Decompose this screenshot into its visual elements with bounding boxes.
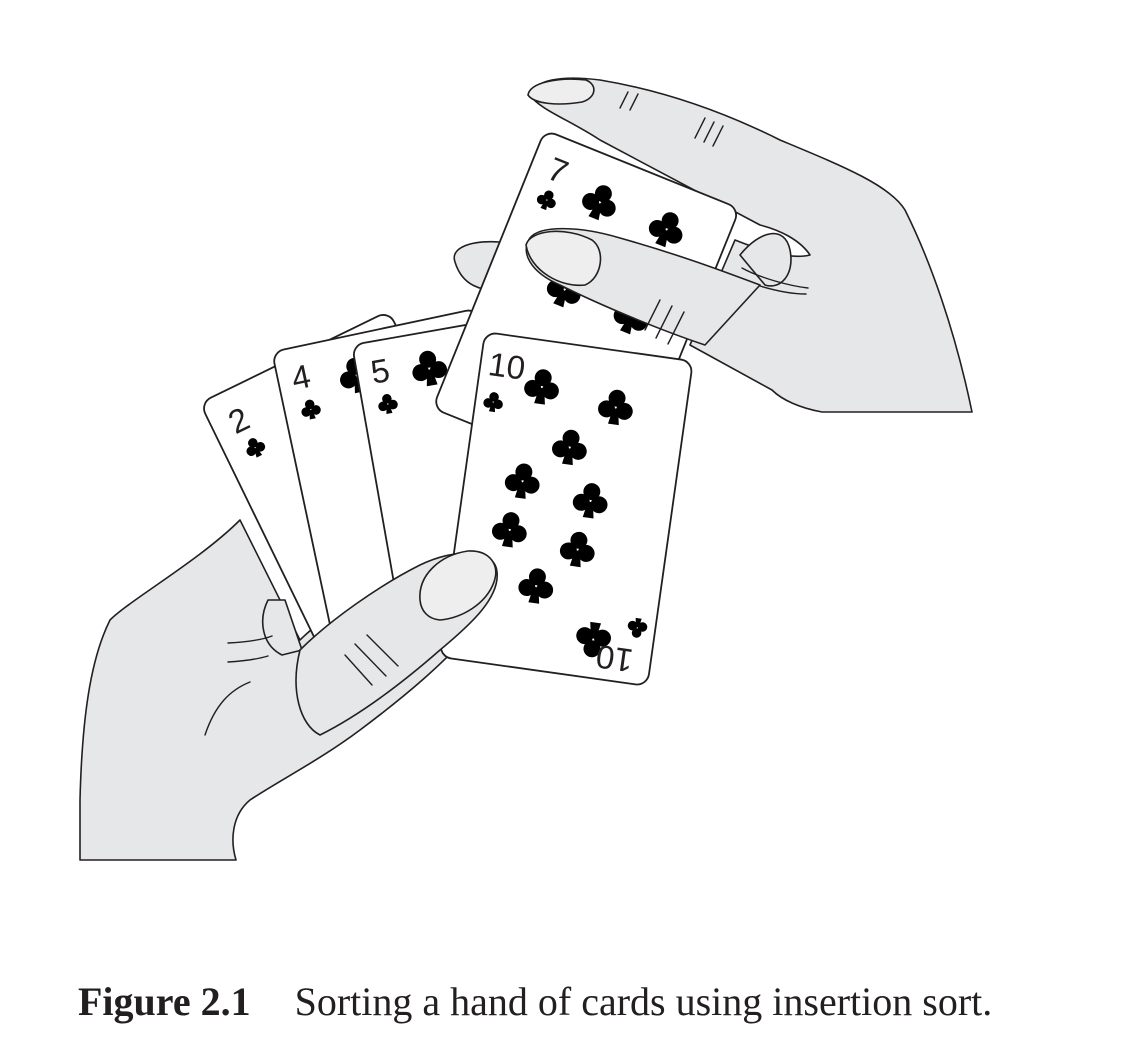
- figure-caption: Figure 2.1 Sorting a hand of cards using …: [78, 978, 992, 1025]
- left-thumb: [295, 550, 498, 736]
- card-10-clubs: 10 10: [440, 332, 693, 686]
- insertion-sort-illustration: 2 4 5 7 10: [79, 77, 973, 861]
- caption-text: Sorting a hand of cards using insertion …: [294, 979, 993, 1024]
- right-thumb: [525, 227, 761, 346]
- card-rank-inverted: 10: [594, 638, 636, 680]
- card-rank: 10: [486, 345, 528, 387]
- figure-label: Figure 2.1: [78, 979, 251, 1024]
